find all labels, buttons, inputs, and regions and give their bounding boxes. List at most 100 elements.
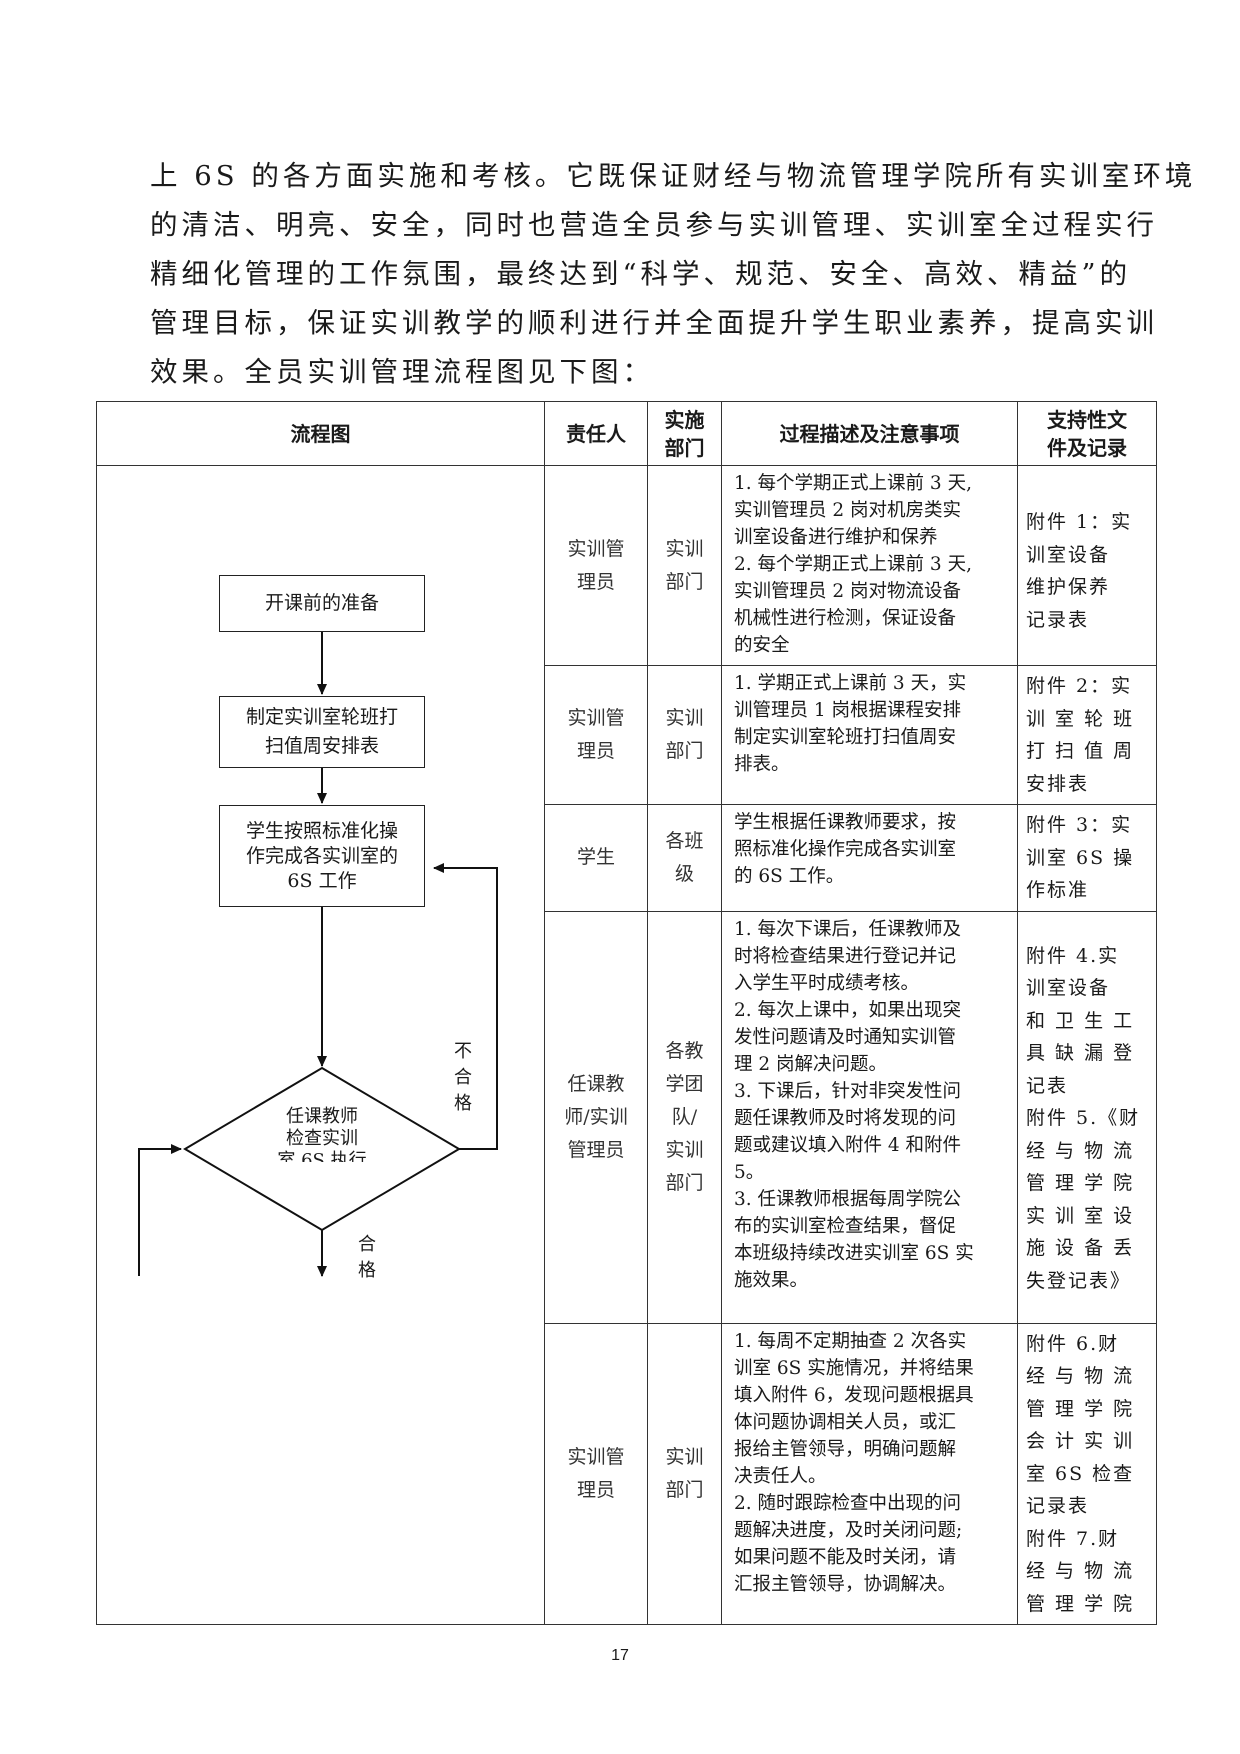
paragraph-line: 上 6S 的各方面实施和考核。它既保证财经与物流管理学院所有实训室环境 bbox=[150, 160, 1197, 192]
description-line: 3. 任课教师根据每周学院公 bbox=[734, 1188, 962, 1210]
person-line: 学生 bbox=[576, 846, 615, 869]
decision-text-line: 任课教师 bbox=[286, 1106, 358, 1127]
description-line: 布的实训室检查结果，督促 bbox=[734, 1215, 957, 1237]
department-line: 实训 bbox=[665, 707, 704, 729]
department-line: 级 bbox=[674, 862, 694, 885]
documents-line: 安排表 bbox=[1026, 772, 1090, 795]
description-line: 训管理员 1 岗根据课程安排 bbox=[734, 700, 962, 721]
paragraph-line: 管理目标，保证实训教学的顺利进行并全面提升学生职业素养，提高实训 bbox=[150, 307, 1158, 339]
person-line: 实训管 bbox=[567, 707, 625, 729]
department-line: 实训 bbox=[665, 1445, 704, 1468]
documents-line: 附件 4.实 bbox=[1026, 944, 1120, 967]
description-line: 3. 下课后，针对非突发性问 bbox=[734, 1080, 962, 1102]
documents-line: 失登记表》 bbox=[1026, 1269, 1132, 1292]
documents-line: 记录表 bbox=[1026, 1495, 1090, 1517]
description-line: 时将检查结果进行登记并记 bbox=[734, 945, 957, 967]
description-line: 训室设备进行维护和保养 bbox=[734, 527, 938, 548]
flow-step-schedule-line: 扫值周安排表 bbox=[264, 735, 379, 757]
documents-line: 附件 1：实 bbox=[1026, 511, 1133, 533]
documents-line: 附件 3：实 bbox=[1026, 814, 1133, 836]
documents-line: 附件 6.财 bbox=[1026, 1332, 1120, 1355]
description-line: 排表。 bbox=[734, 754, 790, 775]
person-cell: 学生 bbox=[544, 804, 648, 912]
flowchart: 开课前的准备 制定实训室轮班打 扫值周安排表 学生按照标准化操 作完成各实训室的… bbox=[97, 466, 545, 1616]
description-line: 的 6S 工作。 bbox=[734, 866, 845, 887]
department-line: 队/ bbox=[671, 1105, 698, 1128]
person-line: 实训管 bbox=[567, 1445, 625, 1468]
description-line: 施效果。 bbox=[734, 1269, 809, 1291]
arrow-return-loop bbox=[138, 1144, 182, 1276]
documents-line: 训 室 轮 班 bbox=[1026, 707, 1135, 730]
department-cell: 实训 部门 bbox=[647, 465, 722, 666]
documents-line: 训室设备 bbox=[1026, 977, 1111, 999]
fail-label: 不 合 格 bbox=[451, 1039, 475, 1117]
documents-line: 经 与 物 流 bbox=[1026, 1139, 1135, 1162]
process-table: 流程图 责任人 实施 部门 过程描述及注意事项 支持性文 件及记录 bbox=[96, 401, 1157, 1625]
documents-line: 作标准 bbox=[1026, 879, 1090, 901]
header-documents-line: 件及记录 bbox=[1047, 435, 1127, 460]
department-cell: 各班 级 bbox=[647, 804, 722, 912]
description-line: 入学生平时成绩考核。 bbox=[734, 972, 920, 994]
paragraph-line: 效果。全员实训管理流程图见下图： bbox=[150, 356, 654, 388]
description-cell: 学生根据任课教师要求，按 照标准化操作完成各实训室 的 6S 工作。 bbox=[721, 804, 1018, 912]
flow-step-prepare: 开课前的准备 bbox=[219, 575, 425, 632]
documents-line: 室 6S 检查 bbox=[1026, 1462, 1135, 1485]
documents-line: 维护保养 bbox=[1026, 576, 1111, 598]
person-line: 理员 bbox=[576, 570, 615, 593]
flow-step-student-line: 作完成各实训室的 bbox=[245, 844, 398, 867]
documents-line: 管 理 学 院 bbox=[1026, 1172, 1135, 1194]
table-row: 实训管 理员 实训 部门 1. 每周不定期抽查 2 次各实 训室 6S 实施情况… bbox=[97, 1322, 1157, 1625]
description-line: 机械性进行检测，保证设备 bbox=[734, 608, 957, 629]
flow-step-prepare-text: 开课前的准备 bbox=[264, 592, 379, 614]
decision-text-line: 室 6S 执行 bbox=[277, 1150, 367, 1162]
documents-line: 管 理 学 院 bbox=[1026, 1592, 1135, 1615]
description-line: 本班级持续改进实训室 6S 实 bbox=[734, 1242, 974, 1264]
department-cell: 实训 部门 bbox=[647, 665, 722, 805]
documents-line: 施 设 备 丢 bbox=[1026, 1237, 1135, 1259]
department-cell: 实训 部门 bbox=[647, 1322, 722, 1625]
documents-line: 记录表 bbox=[1026, 608, 1090, 631]
flowchart-connectors bbox=[138, 632, 498, 1277]
person-cell: 实训管 理员 bbox=[544, 665, 648, 805]
description-line: 照标准化操作完成各实训室 bbox=[734, 839, 957, 860]
documents-line: 附件 5.《财 bbox=[1026, 1107, 1141, 1129]
description-line: 2. 每个学期正式上课前 3 天, bbox=[734, 554, 972, 575]
pass-label-char: 合 bbox=[358, 1234, 376, 1255]
description-line: 2. 随时跟踪检查中出现的问 bbox=[734, 1492, 962, 1514]
description-line: 填入附件 6，发现问题根据具 bbox=[734, 1384, 974, 1406]
department-line: 各教 bbox=[665, 1039, 704, 1062]
header-documents: 支持性文 件及记录 bbox=[1017, 401, 1157, 466]
description-cell: 1. 每个学期正式上课前 3 天, 实训管理员 2 岗对机房类实 训室设备进行维… bbox=[721, 465, 1018, 666]
description-line: 理 2 岗解决问题。 bbox=[734, 1053, 888, 1075]
documents-cell: 附件 4.实 训室设备 和 卫 生 工 具 缺 漏 登 记表 附件 5.《财 经… bbox=[1017, 910, 1157, 1324]
person-line: 理员 bbox=[576, 740, 615, 762]
department-line: 学团 bbox=[665, 1072, 704, 1095]
documents-cell: 附件 2：实 训 室 轮 班 打 扫 值 周 安排表 bbox=[1017, 665, 1157, 805]
description-line: 题任课教师及时将发现的问 bbox=[734, 1107, 957, 1129]
description-line: 题或建议填入附件 4 和附件 bbox=[734, 1134, 962, 1156]
department-line: 实训 bbox=[665, 1138, 704, 1161]
header-flowchart: 流程图 bbox=[96, 401, 545, 466]
flow-step-schedule-line: 制定实训室轮班打 bbox=[245, 706, 398, 728]
documents-line: 训室 6S 操 bbox=[1026, 846, 1135, 869]
documents-line: 记表 bbox=[1026, 1074, 1069, 1097]
documents-cell: 附件 1：实 训室设备 维护保养 记录表 bbox=[1017, 465, 1157, 666]
description-cell: 1. 每周不定期抽查 2 次各实 训室 6S 实施情况，并将结果 填入附件 6，… bbox=[721, 1322, 1018, 1625]
description-line: 5。 bbox=[734, 1161, 765, 1183]
documents-line: 实 训 室 设 bbox=[1026, 1204, 1135, 1227]
person-line: 任课教 bbox=[567, 1072, 625, 1095]
flowchart-cell: 开课前的准备 制定实训室轮班打 扫值周安排表 学生按照标准化操 作完成各实训室的… bbox=[96, 465, 545, 1625]
table-row: 开课前的准备 制定实训室轮班打 扫值周安排表 学生按照标准化操 作完成各实训室的… bbox=[96, 465, 1157, 1625]
description-cell: 1. 学期正式上课前 3 天，实 训管理员 1 岗根据课程安排 制定实训室轮班打… bbox=[721, 665, 1018, 805]
description-line: 2. 每次上课中，如果出现突 bbox=[734, 999, 962, 1021]
documents-line: 打 扫 值 周 bbox=[1026, 740, 1135, 762]
table-row: 学生 各班 级 学生根据任课教师要求，按 照标准化操作完成各实训室 的 6S 工… bbox=[97, 804, 1157, 912]
header-department: 实施 部门 bbox=[647, 401, 722, 466]
documents-line: 管 理 学 院 bbox=[1026, 1397, 1135, 1420]
department-line: 部门 bbox=[665, 1171, 704, 1194]
flow-step-student-line: 6S 工作 bbox=[287, 869, 357, 892]
documents-line: 经 与 物 流 bbox=[1026, 1560, 1135, 1582]
description-line: 制定实训室轮班打扫值周安 bbox=[734, 727, 957, 748]
department-line: 部门 bbox=[665, 570, 704, 593]
department-line: 部门 bbox=[665, 1478, 704, 1501]
